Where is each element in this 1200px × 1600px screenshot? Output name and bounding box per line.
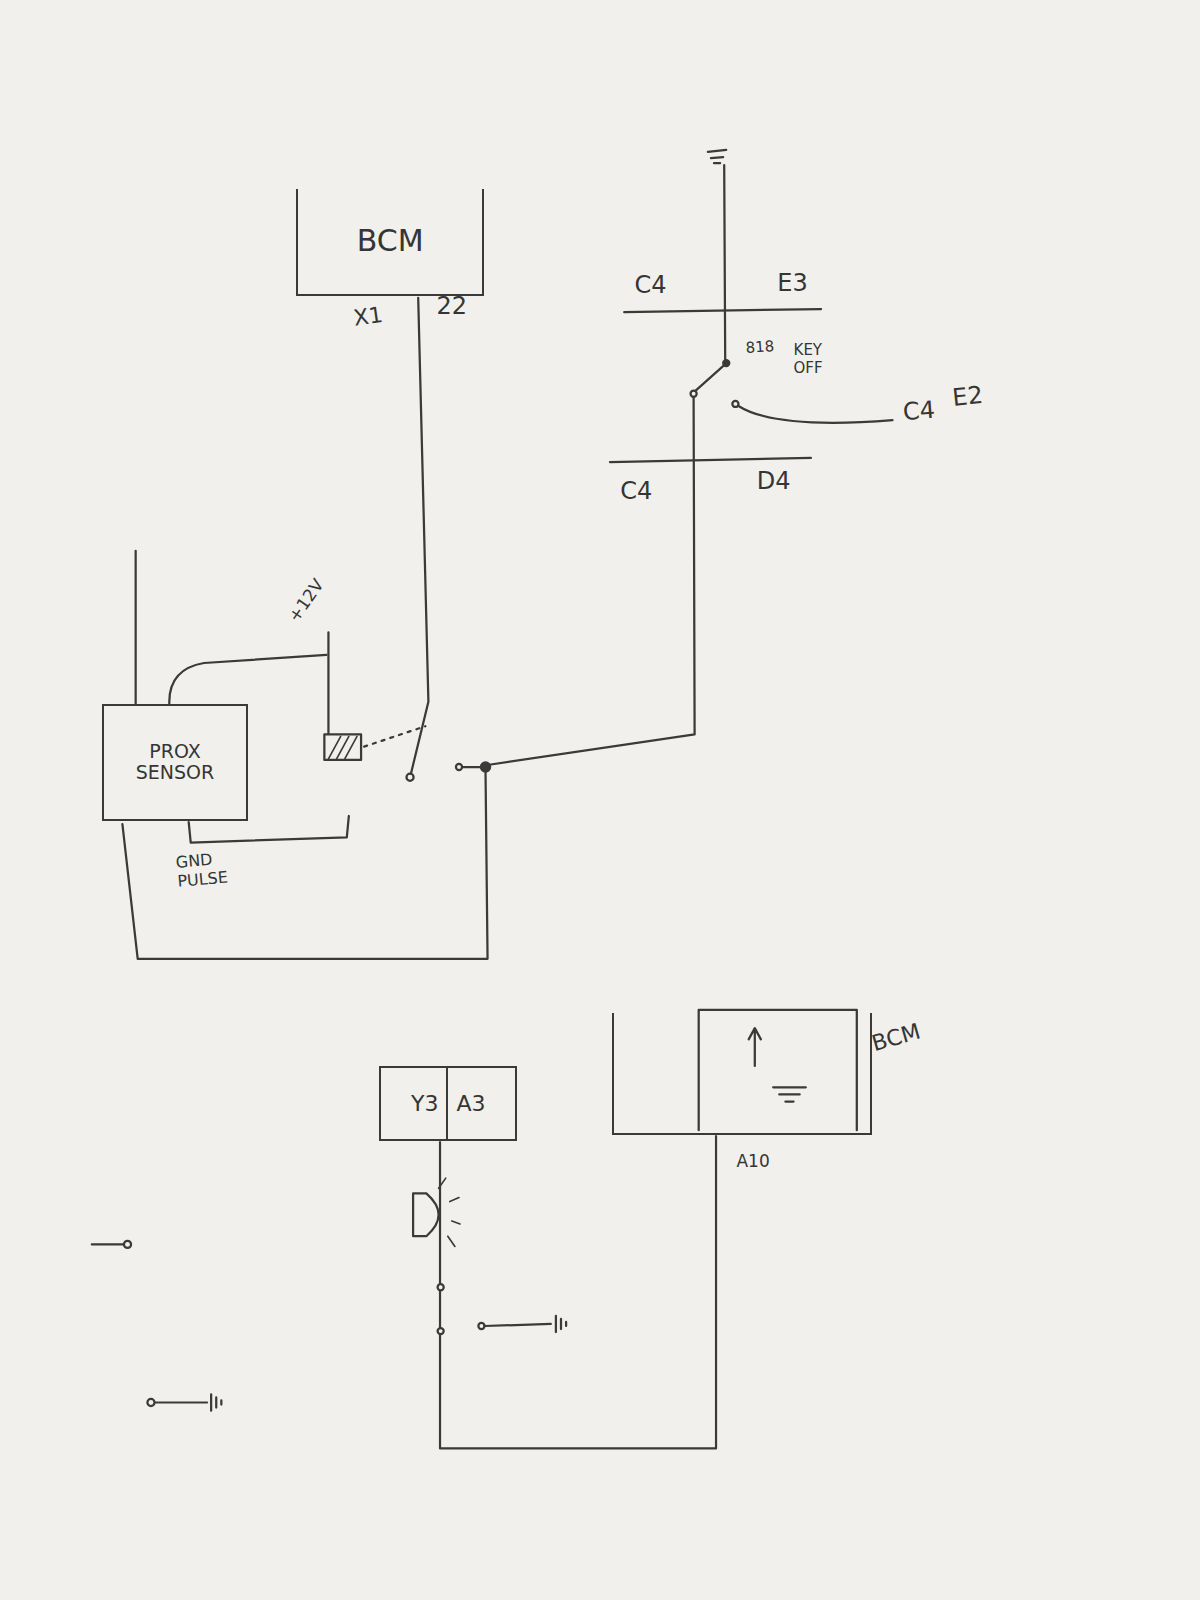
pin-name: A10	[736, 1151, 769, 1171]
connector-bar	[624, 309, 821, 312]
switch-blade	[696, 365, 725, 391]
ground-symbol	[773, 1087, 806, 1101]
module-box: BCM	[296, 189, 485, 296]
switch-contact	[124, 1241, 131, 1248]
node-text: PROX SENSOR	[112, 741, 238, 785]
supply-voltage: +12V	[284, 575, 328, 626]
switch-contact	[723, 360, 729, 366]
module-box: BCM	[612, 1013, 872, 1135]
connector-name: C4	[620, 477, 652, 506]
wire	[155, 1401, 207, 1403]
node-text: BCM	[869, 1018, 923, 1056]
wire	[724, 165, 725, 361]
relay-contact	[406, 774, 413, 781]
relay-switch-arm	[411, 298, 428, 773]
node-text: Y3	[403, 1091, 446, 1116]
lamp-symbol	[413, 1193, 439, 1236]
connector-box: Y3A3	[379, 1066, 517, 1141]
pin-name: E2	[951, 380, 984, 412]
connector-name: X1	[352, 302, 384, 332]
wire	[488, 397, 695, 765]
circuit-number: 818	[745, 337, 775, 357]
wire	[122, 771, 487, 959]
wire	[135, 551, 137, 704]
switch-state: KEY OFF	[794, 341, 844, 377]
connector-name: C4	[902, 396, 936, 427]
wire	[327, 632, 329, 734]
internal-box	[699, 1010, 857, 1130]
wire-connector	[440, 1135, 716, 1448]
wire	[92, 1243, 124, 1245]
ground-symbol	[708, 150, 726, 163]
node-text: A3	[446, 1068, 493, 1139]
connector-name: C4	[634, 271, 666, 300]
switch-contact	[147, 1399, 154, 1406]
signal-name: GND PULSE	[175, 847, 248, 891]
ground-symbol	[556, 1316, 566, 1332]
relay-coil	[324, 734, 361, 760]
pin-name: E3	[777, 269, 807, 298]
switch-contact	[438, 1284, 444, 1290]
lamp-rays	[439, 1178, 460, 1246]
node-text: BCM	[349, 224, 432, 259]
switch-contact	[438, 1328, 444, 1334]
wire	[169, 655, 326, 704]
wire	[462, 766, 482, 768]
arrow-symbol	[749, 1028, 761, 1066]
wire	[738, 406, 892, 423]
pin-name: D4	[757, 467, 791, 496]
coil-hatch	[328, 736, 357, 758]
connector-bar	[610, 458, 811, 462]
pin-number: 22	[437, 292, 468, 321]
wire	[485, 1324, 551, 1326]
sensor-box: PROX SENSOR	[102, 704, 248, 821]
ground-symbol	[211, 1394, 221, 1410]
relay-linkage	[364, 726, 425, 746]
